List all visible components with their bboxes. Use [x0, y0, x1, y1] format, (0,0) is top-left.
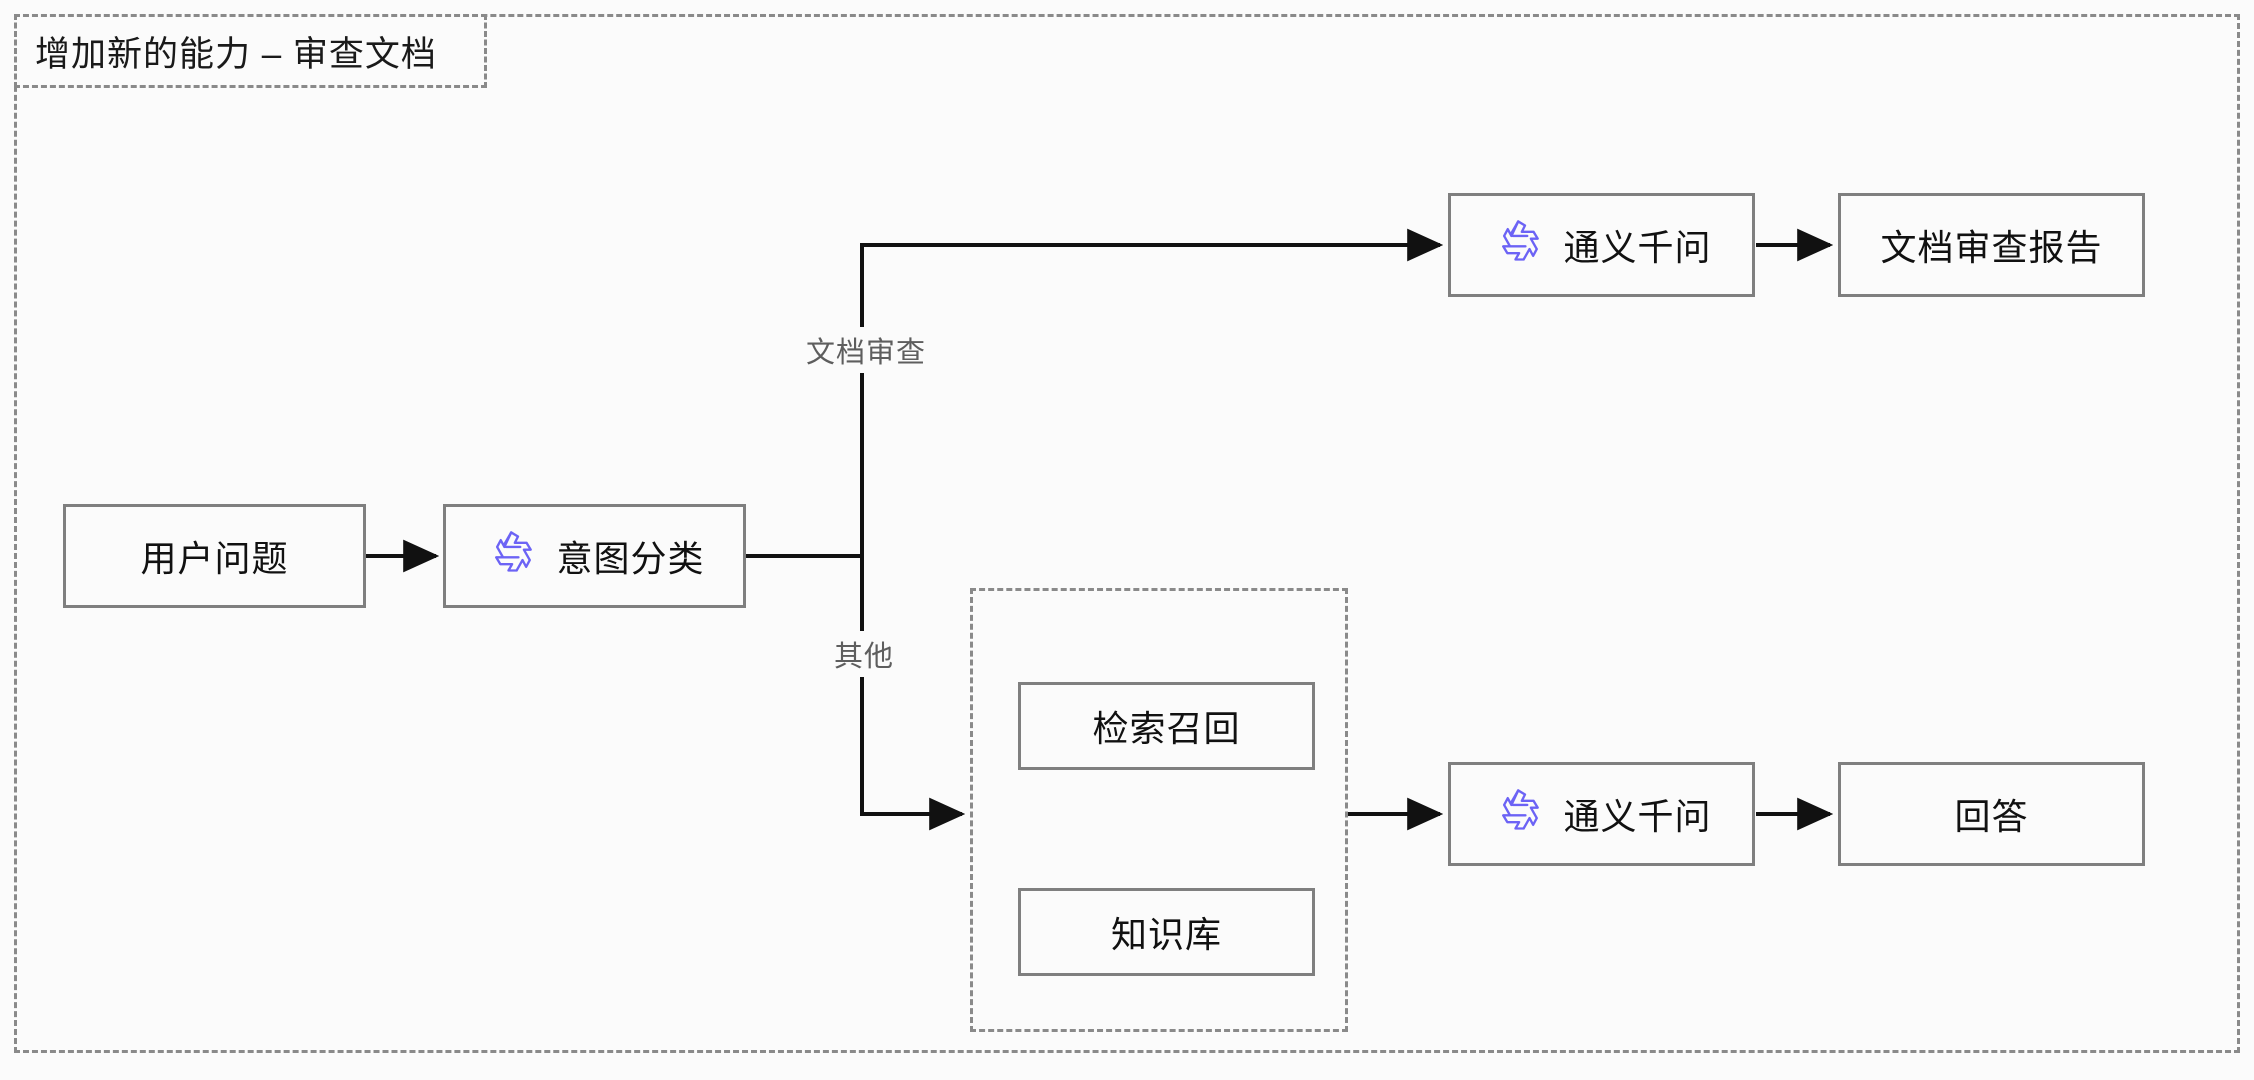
rag-group-container: [970, 588, 1348, 1032]
qwen-logo-icon: [495, 531, 533, 572]
node-intent-classification[interactable]: 意图分类: [443, 504, 746, 608]
edge-label-doc-review: 文档审查: [800, 327, 933, 373]
page-title: 增加新的能力 – 审查文档: [35, 34, 437, 74]
node-retrieval-recall-label: 检索召回: [1092, 708, 1241, 749]
diagram-title-chip: 增加新的能力 – 审查文档: [14, 14, 487, 88]
outer-frame: [14, 14, 2240, 1053]
node-qwen-bottom[interactable]: 通义千问: [1448, 762, 1755, 866]
node-doc-review-report-label: 文档审查报告: [1880, 227, 2103, 268]
node-doc-review-report[interactable]: 文档审查报告: [1838, 193, 2145, 297]
node-intent-classification-label: 意图分类: [556, 538, 705, 579]
node-user-question-label: 用户问题: [140, 538, 289, 579]
node-qwen-bottom-label: 通义千问: [1563, 796, 1712, 837]
qwen-logo-icon: [1502, 220, 1540, 261]
edge-label-other: 其他: [828, 631, 901, 677]
node-qwen-top[interactable]: 通义千问: [1448, 193, 1755, 297]
node-answer[interactable]: 回答: [1838, 762, 2145, 866]
node-answer-label: 回答: [1954, 796, 2029, 837]
node-knowledge-base-label: 知识库: [1110, 914, 1222, 955]
qwen-logo-icon: [1502, 789, 1540, 830]
node-qwen-top-label: 通义千问: [1563, 227, 1712, 268]
node-user-question[interactable]: 用户问题: [63, 504, 366, 608]
node-knowledge-base[interactable]: 知识库: [1018, 888, 1315, 976]
node-retrieval-recall[interactable]: 检索召回: [1018, 682, 1315, 770]
